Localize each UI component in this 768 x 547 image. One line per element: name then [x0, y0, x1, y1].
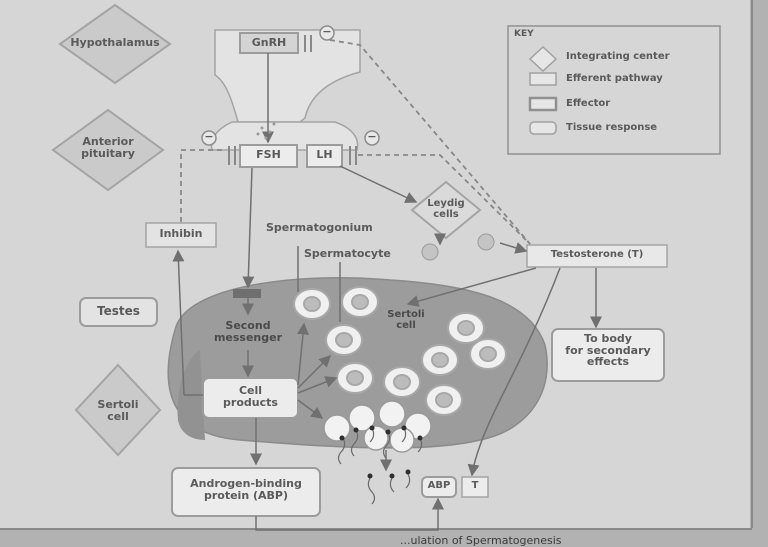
t-small-box: [461, 476, 489, 498]
testes-label: Testes: [97, 304, 140, 318]
minus-circle-fsh: [201, 130, 217, 146]
germ-cell: [469, 338, 507, 370]
hypothalamus-diamond: [58, 3, 172, 85]
to-body-box: [551, 328, 665, 382]
minus-sign: −: [204, 130, 214, 143]
lh-box: [306, 144, 343, 168]
germ-cell: [293, 288, 331, 320]
germ-cell: [425, 384, 463, 416]
fsh-label: FSH: [256, 148, 281, 161]
germ-cell: [325, 324, 363, 356]
testosterone-box: [526, 244, 668, 268]
key-label-integrating-center: Integrating center: [566, 51, 670, 62]
spermatogonium-label: Spermatogonium: [266, 221, 373, 234]
sertoli-cell-diamond: [74, 363, 162, 457]
key-label-effector: Effector: [566, 98, 611, 109]
testosterone-label: Testosterone (T): [550, 249, 644, 260]
gnrh-label: GnRH: [251, 36, 287, 49]
inhibin-box: [145, 222, 217, 248]
sertoli-cell-label: Sertoli cell: [97, 398, 139, 423]
key-label-tissue-response: Tissue response: [566, 122, 658, 133]
minus-sign: −: [367, 130, 377, 143]
minus-circle-lh: [364, 130, 380, 146]
fsh-box: [239, 144, 298, 168]
leydig-diamond: [410, 180, 482, 240]
germ-cell: [447, 312, 485, 344]
testes-box: [79, 297, 158, 327]
abp-small-box: [421, 476, 457, 498]
sperm-group: [337, 427, 423, 505]
germ-cells: [293, 286, 507, 416]
t-label: T: [471, 480, 479, 491]
key-title: KEY: [514, 29, 534, 39]
second-messenger-label: Second messenger: [213, 319, 283, 344]
caption: ...ulation of Spermatogenesis: [400, 534, 562, 547]
abp-label: ABP: [427, 480, 451, 491]
arrows: [172, 53, 602, 531]
abp-box: [171, 467, 321, 517]
minus-sign: −: [322, 25, 332, 38]
spermatocyte-label: Spermatocyte: [304, 247, 391, 260]
inhibin-label: Inhibin: [159, 227, 203, 240]
germ-cell: [383, 366, 421, 398]
leydig-cell-dot: [421, 243, 439, 261]
hypothalamus-label: Hypothalamus: [70, 36, 160, 49]
gnrh-box: [239, 32, 299, 54]
key-rect-bold-icon: [528, 96, 558, 112]
sertoli-cell-inner-label: Sertoli cell: [387, 309, 425, 331]
anterior-pituitary-diamond: [51, 108, 165, 192]
key-rounded-icon: [529, 121, 557, 135]
leydig-cells-label: Leydig cells: [427, 198, 465, 220]
lh-label: LH: [316, 148, 333, 161]
anterior-pituitary-label: Anterior pituitary: [81, 135, 135, 160]
cell-products-label: Cell products: [223, 384, 278, 409]
cell-products-box: [202, 377, 299, 419]
minus-circle-gnrh: [319, 25, 335, 41]
germ-cell: [336, 362, 374, 394]
key-diamond-icon: [528, 45, 558, 73]
germ-cell: [341, 286, 379, 318]
to-body-label: To body for secondary effects: [565, 332, 651, 369]
germ-cell: [421, 344, 459, 376]
key-label-efferent-pathway: Efferent pathway: [566, 73, 663, 84]
key-rect-icon: [529, 72, 557, 86]
inhibition-bars: [228, 35, 357, 165]
leydig-cell-dot: [477, 233, 495, 251]
fsh-receptor: [233, 289, 261, 298]
feedback-lines: [180, 39, 531, 245]
abp-box-label: Androgen-binding protein (ABP): [190, 477, 302, 502]
key-box: [507, 25, 721, 155]
